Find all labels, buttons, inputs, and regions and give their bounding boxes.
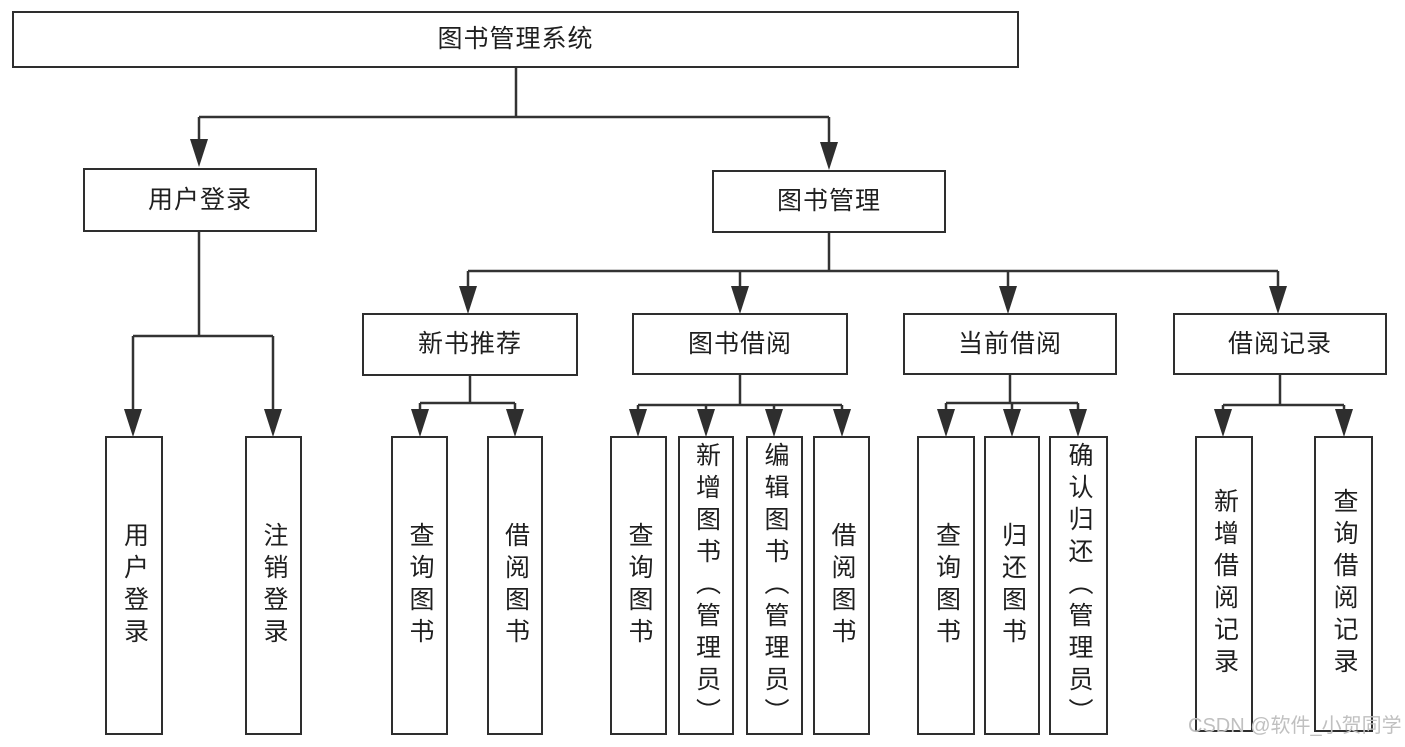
arrowhead-icon: [264, 409, 282, 437]
arrowhead-icon: [765, 409, 783, 437]
leaf-query-books-recommend: 查询图书: [391, 436, 448, 735]
node-label: 图书管理: [776, 187, 881, 215]
node-label: 当前借阅: [957, 329, 1062, 358]
arrowhead-icon: [937, 409, 955, 437]
node-label: 新增借阅记录: [1210, 488, 1239, 680]
arrowhead-icon: [459, 286, 477, 314]
leaf-add-borrow-record: 新增借阅记录: [1195, 436, 1253, 732]
node-label: 查询图书: [932, 521, 961, 650]
node-label: 注销登录: [260, 521, 288, 650]
arrowhead-icon: [697, 409, 715, 437]
node-book-borrowing: 图书借阅: [632, 313, 848, 375]
node-label: 借阅记录: [1227, 329, 1332, 358]
node-label: 借阅图书: [501, 521, 530, 650]
arrowhead-icon: [1003, 409, 1021, 437]
node-label: 查询图书: [625, 521, 653, 650]
node-label: 用户登录: [120, 521, 149, 650]
node-label: 借阅图书: [828, 521, 856, 650]
leaf-add-books-admin: 新增图书（管理员）: [678, 436, 734, 735]
node-label: 图书管理系统: [437, 25, 594, 53]
leaf-return-books: 归还图书: [984, 436, 1040, 735]
node-label: 编辑图书（管理员）: [761, 441, 789, 730]
leaf-logout: 注销登录: [245, 436, 302, 735]
leaf-user-login: 用户登录: [105, 436, 163, 735]
leaf-query-borrow-record: 查询借阅记录: [1314, 436, 1373, 732]
arrowhead-icon: [411, 409, 429, 437]
node-borrowing-records: 借阅记录: [1173, 313, 1387, 375]
node-label: 确认归还（管理员）: [1065, 441, 1093, 730]
node-label: 归还图书: [998, 521, 1027, 650]
node-label: 查询图书: [406, 521, 434, 650]
arrowhead-icon: [506, 409, 524, 437]
arrowhead-icon: [820, 142, 838, 170]
node-library-management-system: 图书管理系统: [12, 11, 1019, 68]
node-label: 查询借阅记录: [1330, 488, 1358, 680]
arrowhead-icon: [190, 139, 208, 167]
node-label: 新增图书（管理员）: [692, 441, 721, 730]
arrowhead-icon: [629, 409, 647, 437]
arrowhead-icon: [731, 286, 749, 314]
leaf-confirm-return-admin: 确认归还（管理员）: [1049, 436, 1108, 735]
csdn-watermark: CSDN @软件_小贺同学: [1188, 715, 1402, 737]
leaf-borrow-books-recommend: 借阅图书: [487, 436, 543, 735]
node-new-book-recommendation: 新书推荐: [362, 313, 578, 376]
arrowhead-icon: [1069, 409, 1087, 437]
arrowhead-icon: [999, 286, 1017, 314]
leaf-borrow-books: 借阅图书: [813, 436, 870, 735]
arrowhead-icon: [1269, 286, 1287, 314]
leaf-query-books-borrowing: 查询图书: [610, 436, 667, 735]
node-book-management: 图书管理: [712, 170, 946, 233]
node-user-login: 用户登录: [83, 168, 317, 232]
arrowhead-icon: [1214, 409, 1232, 437]
leaf-edit-books-admin: 编辑图书（管理员）: [746, 436, 803, 735]
node-current-borrowing: 当前借阅: [903, 313, 1117, 375]
node-label: 图书借阅: [687, 329, 792, 358]
node-label: 新书推荐: [417, 330, 522, 358]
arrowhead-icon: [124, 409, 142, 437]
arrowhead-icon: [833, 409, 851, 437]
leaf-query-books-current: 查询图书: [917, 436, 975, 735]
node-label: 用户登录: [147, 185, 252, 214]
arrowhead-icon: [1335, 409, 1353, 437]
